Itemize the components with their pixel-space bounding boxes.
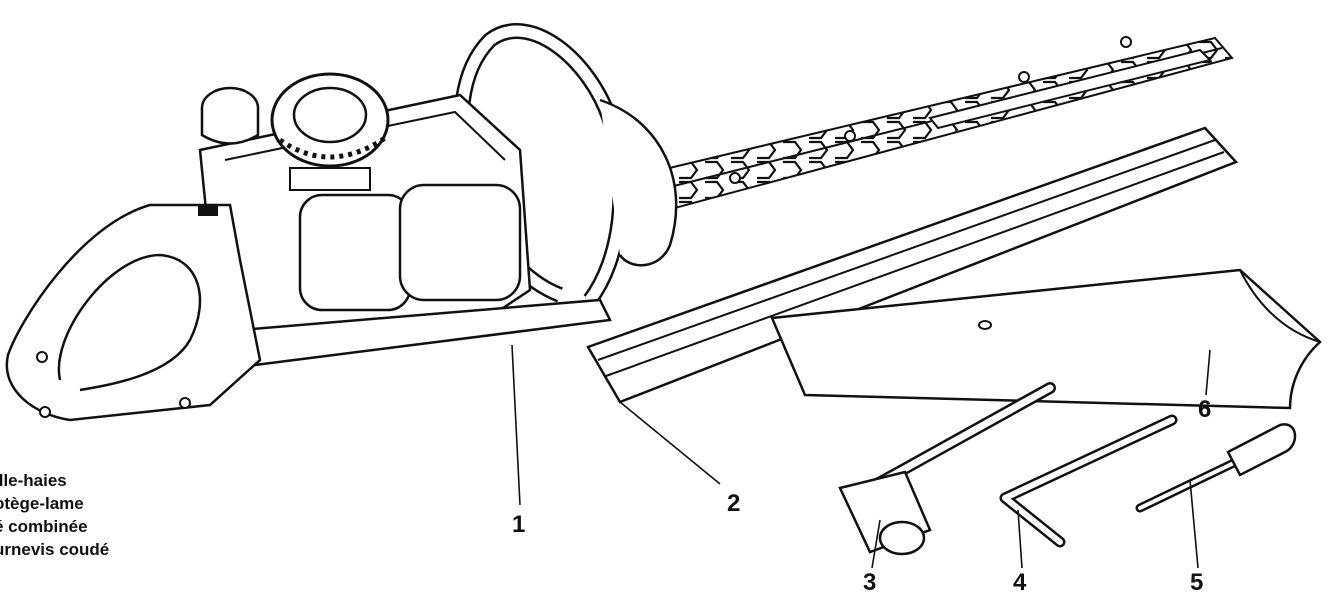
callout-5: 5 (1190, 569, 1204, 596)
legend-item: 1ille-haies (0, 469, 109, 492)
leader-line-6 (1205, 349, 1211, 396)
leader-line-3 (871, 519, 881, 569)
callout-6: 6 (1198, 396, 1212, 423)
combination-wrench (838, 382, 1056, 556)
callout-1: 1 (512, 511, 526, 538)
legend-item: 2otège-lame (0, 492, 109, 515)
leader-lines (511, 344, 1211, 569)
legend-item-text: otège-lame (0, 494, 84, 513)
bent-screwdriver (1135, 423, 1297, 513)
legend-item-text: urnevis coudé (0, 540, 110, 559)
leader-line-1 (511, 344, 521, 506)
parts-legend: 1ille-haies 2otège-lame 3é combinée 4urn… (0, 469, 109, 561)
rear-handle (5, 203, 262, 422)
engine-body (198, 72, 612, 367)
callout-3: 3 (863, 569, 877, 596)
pouch (770, 268, 1322, 410)
legend-item: 4urnevis coudé (0, 538, 109, 561)
callout-4: 4 (1013, 569, 1027, 596)
hex-key (999, 414, 1178, 548)
legend-item: 3é combinée (0, 515, 109, 538)
callout-2: 2 (727, 490, 741, 517)
leader-line-4 (1017, 509, 1023, 569)
leader-line-2 (619, 401, 721, 485)
cutter-bar (638, 36, 1234, 214)
legend-item-text: ille-haies (0, 471, 67, 490)
leader-line-5 (1189, 479, 1199, 569)
blade-guard (586, 126, 1239, 404)
legend-item-text: é combinée (0, 517, 88, 536)
